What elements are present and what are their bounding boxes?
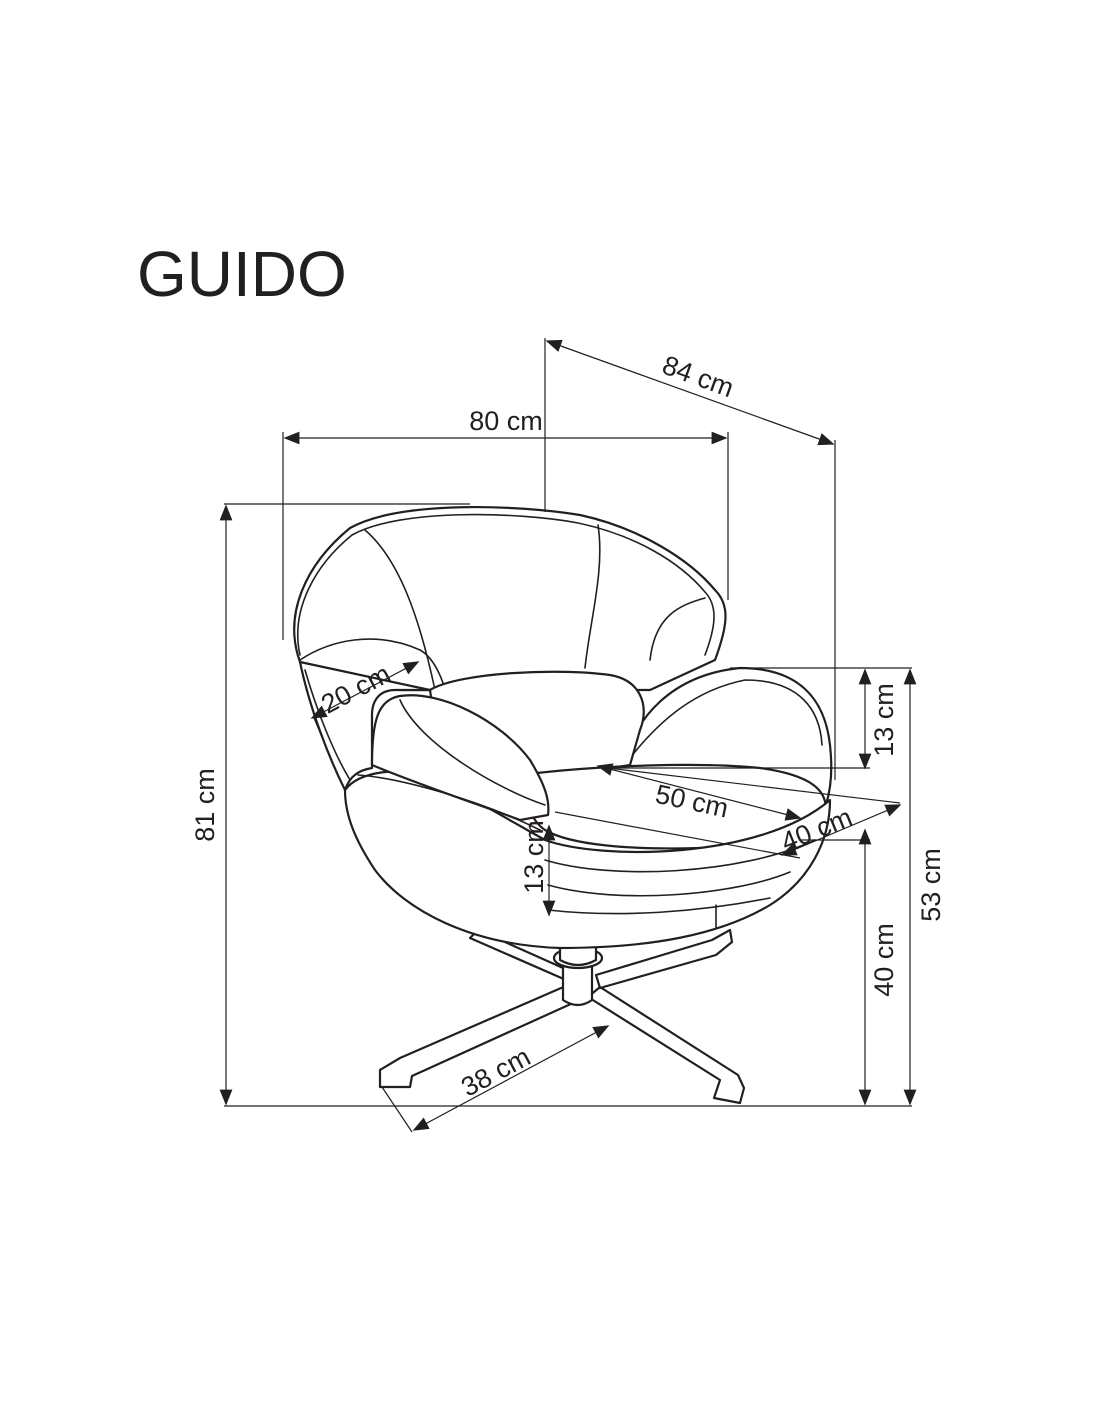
dim-width-label: 80 cm: [469, 406, 543, 436]
chair-base: [378, 928, 746, 1105]
dim-total-height-label: 81 cm: [190, 768, 220, 842]
dim-armrest-above-seat-label: 13 cm: [869, 683, 899, 757]
dimension-lines: [219, 338, 917, 1133]
chair-front-shell: [343, 770, 832, 950]
chair-shell: [293, 505, 727, 692]
dim-armrest-height-label: 53 cm: [916, 848, 946, 922]
dim-seat-thickness-label: 13 cm: [519, 820, 549, 894]
product-title: GUIDO: [137, 238, 347, 310]
dim-seat-height-label: 40 cm: [869, 923, 899, 997]
